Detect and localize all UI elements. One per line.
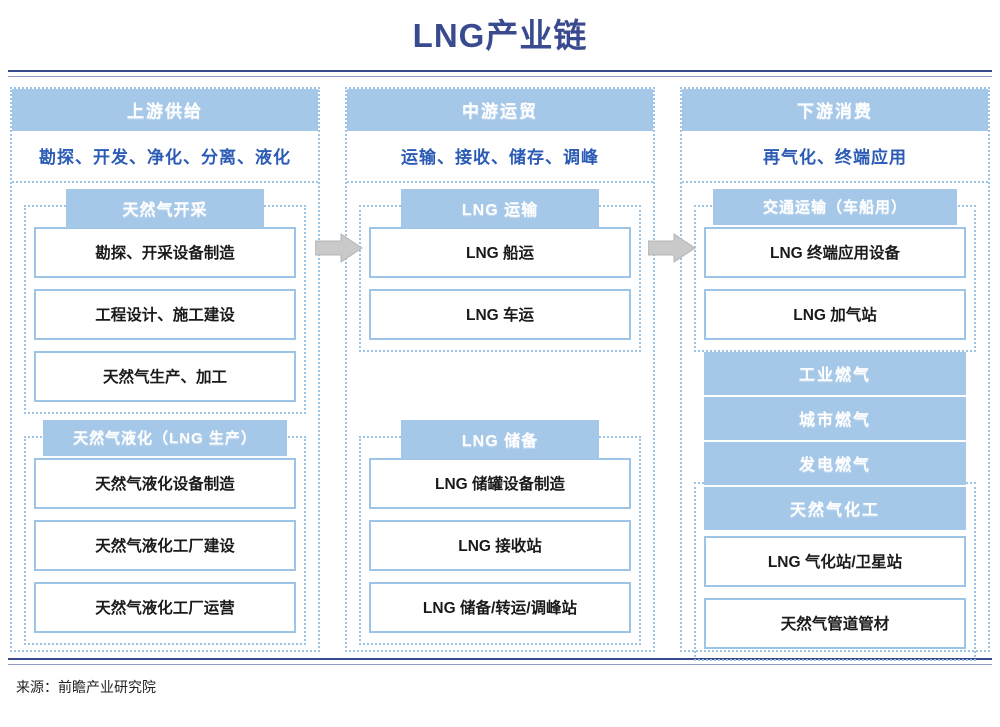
group-title: 天然气开采: [66, 189, 264, 228]
group-title: LNG 运输: [401, 189, 599, 228]
group-title: LNG 储备: [401, 420, 599, 459]
stack-item-power-gas[interactable]: 发电燃气: [704, 442, 966, 487]
list-item[interactable]: LNG 终端应用设备: [704, 227, 966, 278]
group-natural-gas-liquefaction: 天然气液化（LNG 生产） 天然气液化设备制造 天然气液化工厂建设 天然气液化工…: [24, 420, 306, 645]
chain-column-downstream: 下游消费 再气化、终端应用 交通运输（车船用） LNG 终端应用设备 LNG 加…: [680, 87, 990, 661]
list-item[interactable]: 工程设计、施工建设: [34, 289, 296, 340]
list-item[interactable]: 天然气管道管材: [704, 598, 966, 649]
value-chain-diagram: 上游供给 勘探、开发、净化、分离、液化 天然气开采 勘探、开采设备制造 工程设计…: [0, 87, 1000, 661]
list-item[interactable]: LNG 加气站: [704, 289, 966, 340]
group-natural-gas-extraction: 天然气开采 勘探、开采设备制造 工程设计、施工建设 天然气生产、加工: [24, 189, 306, 414]
stack-item-industrial-gas[interactable]: 工业燃气: [704, 352, 966, 397]
list-item[interactable]: 勘探、开采设备制造: [34, 227, 296, 278]
bottom-divider: [8, 658, 992, 665]
group-title: 天然气液化（LNG 生产）: [43, 420, 287, 456]
page-title: LNG产业链: [412, 16, 588, 54]
column-body-upstream: 天然气开采 勘探、开采设备制造 工程设计、施工建设 天然气生产、加工 天然气液化…: [12, 183, 318, 651]
list-item[interactable]: LNG 气化站/卫星站: [704, 536, 966, 587]
list-item[interactable]: 天然气液化工厂运营: [34, 582, 296, 633]
column-body-midstream: LNG 运输 LNG 船运 LNG 车运 LNG 储备 LNG 储罐设备制造 L…: [347, 183, 653, 651]
list-item[interactable]: 天然气液化设备制造: [34, 458, 296, 509]
stack-item-gas-chemical[interactable]: 天然气化工: [704, 487, 966, 530]
stage-band-downstream: 下游消费: [682, 89, 988, 131]
group-title: 交通运输（车船用）: [713, 189, 957, 225]
list-item[interactable]: LNG 接收站: [369, 520, 631, 571]
stage-band-upstream: 上游供给: [12, 89, 318, 131]
source-note: 来源：前瞻产业研究院: [16, 679, 156, 695]
list-item[interactable]: LNG 储罐设备制造: [369, 458, 631, 509]
right-arrow-icon: [314, 233, 363, 263]
group-transportation-vehicle-vessel: 交通运输（车船用） LNG 终端应用设备 LNG 加气站: [694, 189, 976, 352]
stack-item-city-gas[interactable]: 城市燃气: [704, 397, 966, 442]
list-item[interactable]: 天然气生产、加工: [34, 351, 296, 402]
gas-application-stack: 工业燃气 城市燃气 发电燃气 天然气化工: [704, 352, 966, 530]
list-item[interactable]: 天然气液化工厂建设: [34, 520, 296, 571]
group-lng-storage: LNG 储备 LNG 储罐设备制造 LNG 接收站 LNG 储备/转运/调峰站: [359, 420, 641, 645]
chain-column-upstream: 上游供给 勘探、开发、净化、分离、液化 天然气开采 勘探、开采设备制造 工程设计…: [10, 87, 320, 652]
stage-summary-downstream: 再气化、终端应用: [682, 131, 988, 183]
stage-summary-midstream: 运输、接收、储存、调峰: [347, 131, 653, 183]
list-item[interactable]: LNG 船运: [369, 227, 631, 278]
column-body-downstream: 交通运输（车船用） LNG 终端应用设备 LNG 加气站 工业燃气 城市燃气 发…: [682, 183, 988, 667]
title-divider: [8, 70, 992, 77]
stage-band-midstream: 中游运贸: [347, 89, 653, 131]
stage-summary-upstream: 勘探、开发、净化、分离、液化: [12, 131, 318, 183]
group-gasification-and-pipeline: LNG 气化站/卫星站 天然气管道管材: [694, 482, 976, 661]
right-arrow-icon: [647, 233, 696, 263]
column-spacer: [347, 352, 653, 414]
chain-column-midstream: 中游运贸 运输、接收、储存、调峰 LNG 运输 LNG 船运 LNG 车运 LN…: [345, 87, 655, 652]
group-lng-transport: LNG 运输 LNG 船运 LNG 车运: [359, 189, 641, 352]
title-area: LNG产业链: [0, 0, 1000, 70]
list-item[interactable]: LNG 车运: [369, 289, 631, 340]
list-item[interactable]: LNG 储备/转运/调峰站: [369, 582, 631, 633]
